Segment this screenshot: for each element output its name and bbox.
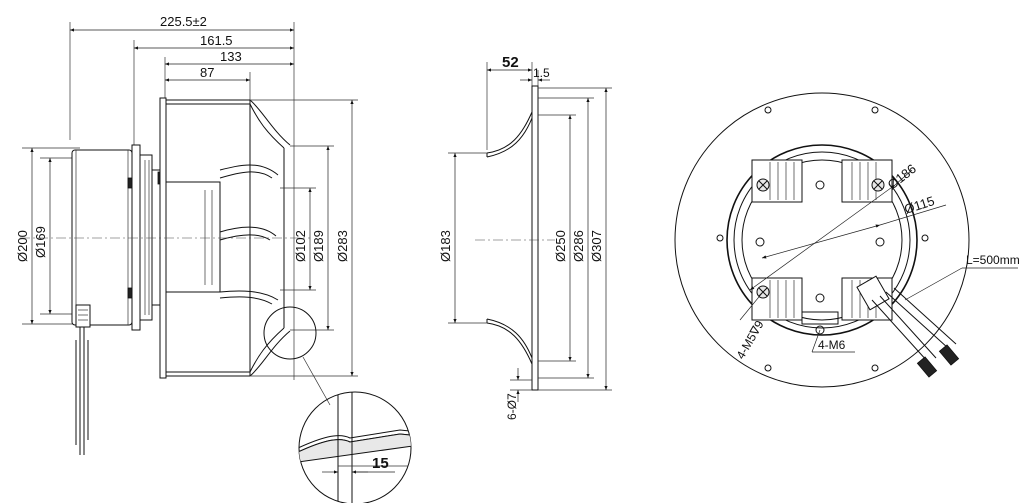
screw-label-m5: 4-M5∇9 — [733, 318, 766, 362]
side-view: 225.5±2 161.5 133 87 Ø200 Ø169 — [15, 14, 358, 455]
dim-15: 15 — [372, 455, 389, 472]
dim-phi283: Ø283 — [335, 230, 350, 262]
dim-1-5: 1.5 — [533, 66, 550, 80]
dim-161: 161.5 — [200, 33, 233, 48]
cable-length: L=500mm — [966, 253, 1020, 267]
dim-phi286: Ø286 — [571, 230, 586, 262]
dim-phi250: Ø250 — [553, 230, 568, 262]
dim-phi200: Ø200 — [15, 230, 30, 262]
inlet-ring-view: 52 1.5 Ø183 Ø250 Ø286 Ø307 — [438, 54, 612, 420]
dim-phi307: Ø307 — [589, 230, 604, 262]
rear-cable — [856, 275, 960, 378]
rear-view: Ø186 Ø115 L=500mm 4-M5∇9 4-M6 — [674, 92, 1020, 388]
dim-phi169: Ø169 — [33, 226, 48, 258]
dim-52: 52 — [502, 54, 519, 71]
dim-6-phi7: 6-Ø7 — [505, 393, 519, 420]
dim-phi102: Ø102 — [293, 230, 308, 262]
detail-view: 15 — [298, 391, 412, 503]
dim-133: 133 — [220, 49, 242, 64]
dim-phi183: Ø183 — [438, 230, 453, 262]
dim-overall-length: 225.5±2 — [160, 14, 207, 29]
dim-phi189: Ø189 — [311, 230, 326, 262]
screw-label-m6: 4-M6 — [818, 338, 846, 352]
dim-87: 87 — [200, 65, 214, 80]
